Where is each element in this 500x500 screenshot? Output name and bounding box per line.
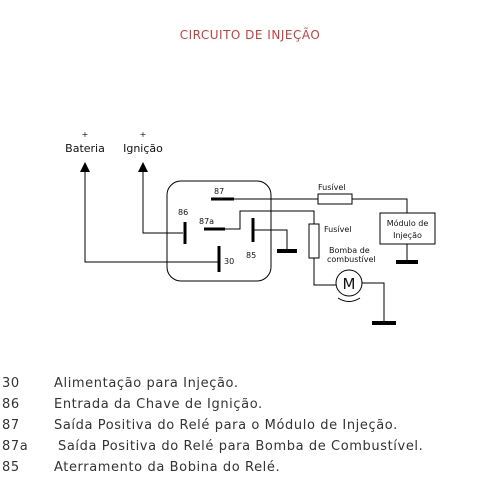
battery-label: Bateria — [65, 142, 105, 155]
legend-text: Entrada da Chave de Ignição. — [54, 397, 263, 412]
legend-text: Saída Positiva do Relé para Bomba de Com… — [58, 439, 424, 454]
legend-item-86: 86 Entrada da Chave de Ignição. — [0, 395, 500, 416]
motor-ground-wire — [362, 282, 385, 322]
pin-85-label: 85 — [246, 251, 256, 260]
battery-sign: + — [82, 130, 89, 139]
wire-87a-to-pump — [225, 210, 315, 230]
wire-fuse-to-motor — [313, 258, 337, 286]
injection-module-box — [379, 212, 436, 245]
page-title: CIRCUITO DE INJEÇÃO — [179, 28, 321, 42]
ignition-arrow-icon — [138, 162, 148, 172]
legend-code: 86 — [2, 397, 20, 412]
module-label-line2: Injeção — [393, 231, 422, 240]
legend-code: 87a — [2, 439, 29, 454]
ignition-label: Ignição — [123, 142, 163, 155]
relay-box — [166, 180, 272, 282]
motor-ground-icon — [372, 321, 396, 325]
fuse-right — [308, 223, 320, 259]
wire-85-to-ground — [253, 229, 288, 249]
legend-text: Alimentação para Injeção. — [54, 376, 239, 391]
motor-rotation-icon — [337, 297, 361, 302]
injection-circuit-diagram: + Bateria + Ignição 87 86 87a 85 30 Fusí… — [65, 130, 436, 325]
pump-label-line1: Bomba de — [329, 246, 370, 255]
legend-text: Saída Positiva do Relé para o Módulo de … — [54, 418, 398, 433]
legend-code: 30 — [2, 376, 20, 391]
fuse-right-label: Fusível — [324, 225, 352, 234]
pump-label-line2: combustível — [327, 255, 376, 264]
legend-item-30: 30 Alimentação para Injeção. — [0, 374, 500, 395]
legend-code: 85 — [2, 460, 20, 475]
module-ground-icon — [396, 260, 418, 264]
module-label-line1: Módulo de — [387, 218, 429, 228]
motor-symbol: M — [343, 275, 356, 293]
legend-item-87: 87 Saída Positiva do Relé para o Módulo … — [0, 416, 500, 437]
legend: 30 Alimentação para Injeção. 86 Entrada … — [0, 374, 500, 479]
relay-ground-icon — [277, 249, 297, 253]
ignition-sign: + — [140, 130, 147, 139]
pin-86-label: 86 — [178, 208, 188, 217]
wire-fuse-to-module — [352, 198, 408, 213]
legend-code: 87 — [2, 418, 20, 433]
battery-arrow-icon — [80, 162, 90, 172]
ignition-wire — [142, 172, 183, 234]
legend-item-87a: 87a Saída Positiva do Relé para Bomba de… — [0, 437, 500, 458]
pin-30-label: 30 — [224, 257, 234, 266]
pin-87-label: 87 — [214, 187, 224, 196]
fuse-top — [317, 193, 353, 205]
legend-item-85: 85 Aterramento da Bobina do Relé. — [0, 458, 500, 479]
legend-text: Aterramento da Bobina do Relé. — [54, 460, 281, 475]
pin-87a-label: 87a — [199, 217, 214, 226]
battery-wire — [84, 172, 218, 263]
fuse-top-label: Fusível — [318, 183, 346, 192]
